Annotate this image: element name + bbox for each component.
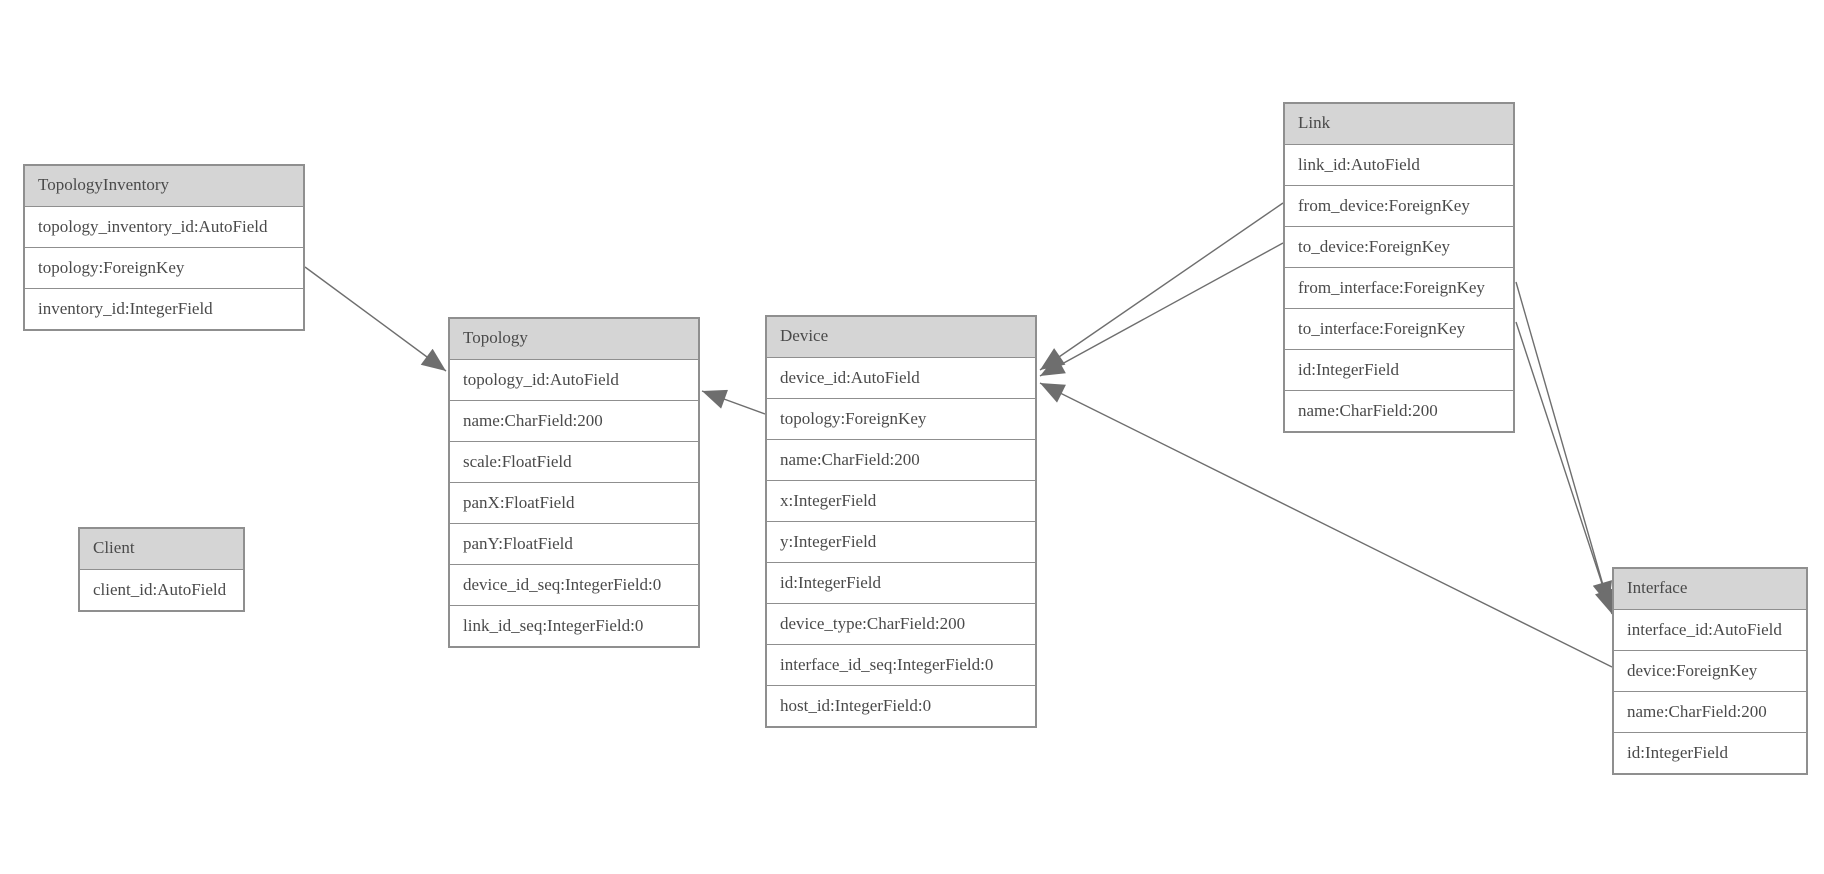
field-row: panY:FloatField: [450, 524, 698, 565]
field-row: name:CharField:200: [450, 401, 698, 442]
field-row: device_id:AutoField: [767, 358, 1035, 399]
entity-title: TopologyInventory: [25, 166, 303, 207]
entity-fields: client_id:AutoField: [80, 570, 243, 610]
field-row: name:CharField:200: [1614, 692, 1806, 733]
entity-title: Topology: [450, 319, 698, 360]
field-row: from_device:ForeignKey: [1285, 186, 1513, 227]
edge-link-to-interface: [1515, 321, 1615, 615]
entity-client: Client client_id:AutoField: [78, 527, 245, 612]
field-row: id:IntegerField: [1614, 733, 1806, 773]
field-row: interface_id_seq:IntegerField:0: [767, 645, 1035, 686]
field-row: to_interface:ForeignKey: [1285, 309, 1513, 350]
field-row: device_type:CharField:200: [767, 604, 1035, 645]
field-row: from_interface:ForeignKey: [1285, 268, 1513, 309]
entity-title: Device: [767, 317, 1035, 358]
field-row: to_device:ForeignKey: [1285, 227, 1513, 268]
edge-device-topology: [701, 389, 766, 415]
field-row: id:IntegerField: [767, 563, 1035, 604]
field-row: device:ForeignKey: [1614, 651, 1806, 692]
field-row: id:IntegerField: [1285, 350, 1513, 391]
field-row: interface_id:AutoField: [1614, 610, 1806, 651]
field-row: inventory_id:IntegerField: [25, 289, 303, 329]
entity-title: Interface: [1614, 569, 1806, 610]
entity-title: Client: [80, 529, 243, 570]
field-row: y:IntegerField: [767, 522, 1035, 563]
field-row: host_id:IntegerField:0: [767, 686, 1035, 726]
edge-topologyinventory-topology: [304, 266, 447, 372]
field-row: name:CharField:200: [767, 440, 1035, 481]
edge-link-to-device: [1039, 242, 1284, 377]
field-row: name:CharField:200: [1285, 391, 1513, 431]
field-row: x:IntegerField: [767, 481, 1035, 522]
edge-link-from-device: [1039, 202, 1284, 371]
field-row: client_id:AutoField: [80, 570, 243, 610]
field-row: panX:FloatField: [450, 483, 698, 524]
field-row: topology_inventory_id:AutoField: [25, 207, 303, 248]
field-row: scale:FloatField: [450, 442, 698, 483]
field-row: link_id:AutoField: [1285, 145, 1513, 186]
field-row: topology_id:AutoField: [450, 360, 698, 401]
field-row: link_id_seq:IntegerField:0: [450, 606, 698, 646]
field-row: device_id_seq:IntegerField:0: [450, 565, 698, 606]
edge-link-from-interface: [1515, 281, 1612, 607]
entity-title: Link: [1285, 104, 1513, 145]
entity-topology-inventory: TopologyInventory topology_inventory_id:…: [23, 164, 305, 331]
field-row: topology:ForeignKey: [767, 399, 1035, 440]
field-row: topology:ForeignKey: [25, 248, 303, 289]
